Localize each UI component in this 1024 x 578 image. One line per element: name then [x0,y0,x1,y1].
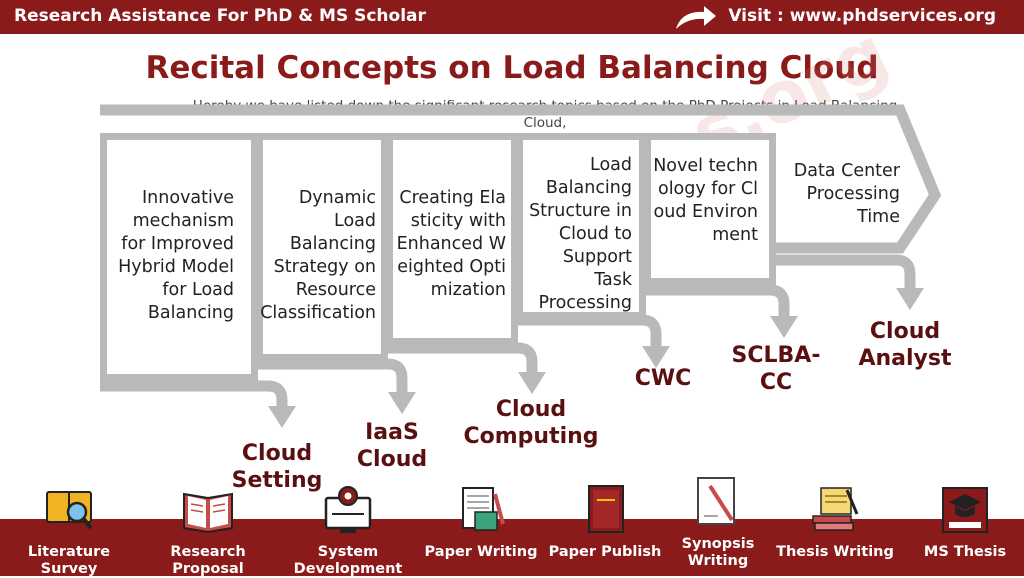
nav-label: Paper Publish [548,544,662,560]
step-label-3: Cloud Computing [463,397,599,449]
curved-arrow-icon [676,6,716,29]
literature-survey-icon [46,491,93,530]
top-header-bar: Research Assistance For PhD & MS Scholar… [0,0,1024,34]
nav-ms-thesis[interactable]: MS Thesis [900,484,1024,561]
research-proposal-icon [183,492,233,534]
nav-label: MS Thesis [923,544,1007,560]
step-label-6: Cloud Analyst [858,319,952,371]
nav-label: Literature Survey [27,544,111,577]
step-label-2: IaaS Cloud [356,420,428,472]
nav-label: Thesis Writing [776,544,894,560]
nav-label: Paper Writing [424,544,538,560]
nav-label: Synopsis Writing [681,536,755,569]
header-website-link[interactable]: Visit : www.phdservices.org [728,6,996,26]
synopsis-writing-icon [697,477,735,525]
step-card-5 [644,133,776,285]
page-title: Recital Concepts on Load Balancing Cloud [145,50,879,86]
nav-paper-publish[interactable]: Paper Publish [540,484,670,561]
ms-thesis-icon [942,487,988,533]
thesis-writing-icon [812,487,859,531]
step-text-4: Load Balancing Structure in Cloud to Sup… [529,155,632,313]
step-card-1 [100,133,258,381]
nav-thesis-writing[interactable]: Thesis Writing [770,484,900,561]
step-text-1: Innovative mechanism for Improved Hybrid… [118,188,234,323]
step-label-4: CWC [634,366,692,391]
paper-publish-icon [588,485,624,533]
nav-literature-survey[interactable]: Literature Survey [4,484,134,578]
nav-system-development[interactable]: System Development [283,484,413,578]
step-card-4 [516,133,646,319]
header-tagline: Research Assistance For PhD & MS Scholar [14,6,426,26]
step-card-2 [256,133,388,361]
nav-research-proposal[interactable]: Research Proposal [143,484,273,578]
nav-synopsis-writing[interactable]: Synopsis Writing [653,477,783,570]
nav-paper-writing[interactable]: Paper Writing [416,484,546,561]
step-text-6: Data Center Processing Time [793,161,900,227]
step-text-2: Dynamic Load Balancing Strategy on Resou… [260,188,376,323]
step-text-5: Novel technology for Cloud Environment [653,156,758,245]
step-label-1: Cloud Setting [231,441,323,493]
nav-label: Research Proposal [170,544,246,577]
step-label-5: SCLBA-CC [731,343,821,395]
nav-label: System Development [293,544,403,577]
step-text-3: Creating Elasticity with Enhanced Weight… [396,188,506,300]
system-development-icon [324,486,372,533]
paper-writing-icon [462,487,505,531]
step-card-3 [386,133,518,345]
